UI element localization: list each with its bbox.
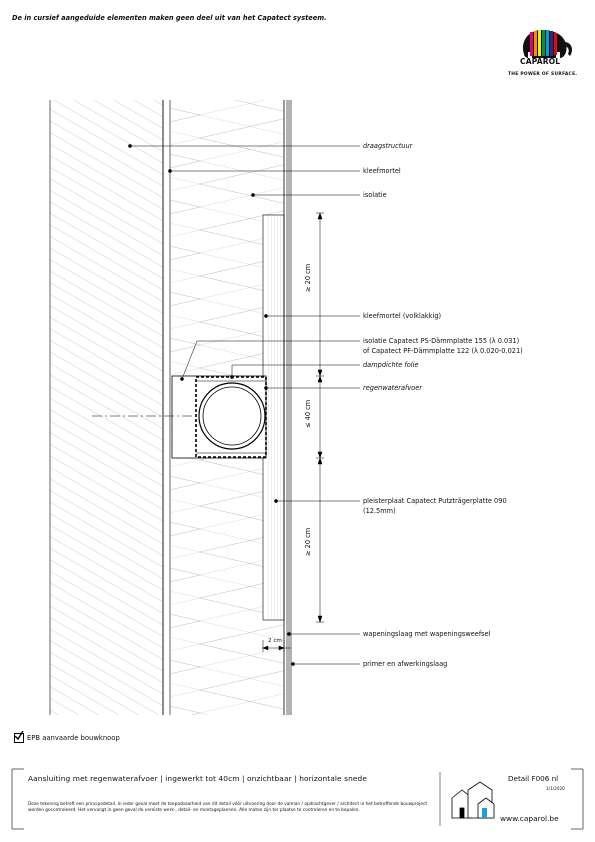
label-kleefmortel-vol: kleefmortel (volklakkig) <box>363 312 442 320</box>
label-regenwaterafvoer: regenwaterafvoer <box>363 384 423 392</box>
epb-note: EPB aanvaarde bouwknoop <box>14 731 120 743</box>
checkbox-checked-icon <box>14 731 24 743</box>
label-dampdichte-folie: dampdichte folie <box>363 361 419 369</box>
label-primer: primer en afwerkingslaag <box>363 660 448 668</box>
label-isolatie: isolatie <box>363 191 387 199</box>
label-pleisterplaat: pleisterplaat Capatect Putzträgerplatte … <box>363 497 507 505</box>
label-pleisterplaat-thickness: (12.5mm) <box>363 507 396 515</box>
system-note: De in cursief aangeduide elementen maken… <box>12 14 327 22</box>
website-link[interactable]: www.caparol.be <box>500 814 559 823</box>
drawing-title: Aansluiting met regenwaterafvoer | ingew… <box>28 774 367 783</box>
label-kleefmortel: kleefmortel <box>363 167 401 175</box>
house-icon <box>451 781 495 819</box>
rainwater-pipe <box>198 382 266 450</box>
detail-number: Detail F006 nl <box>508 774 559 783</box>
epb-label: EPB aanvaarde bouwknoop <box>27 734 120 742</box>
label-isolatie-ps: isolatie Capatect PS-Dämmplatte 155 (λ 0… <box>363 337 520 345</box>
dim-gap: 2 cm <box>268 638 282 644</box>
leader-lines <box>128 144 360 666</box>
dimension-lines <box>262 212 324 652</box>
bearing-wall <box>50 100 163 715</box>
label-draagstructuur: draagstructuur <box>363 142 413 150</box>
brand-tagline: THE POWER OF SURFACE. <box>508 72 578 77</box>
caparol-elephant-logo <box>522 30 572 58</box>
door-accent <box>482 808 487 818</box>
disclaimer: Deze tekening betreft een principedetail… <box>28 802 428 813</box>
label-wapeningslaag: wapeningslaag met wapeningsweefsel <box>363 630 491 638</box>
label-isolatie-pf: of Capatect PF-Dämmplatte 122 (λ 0.020-0… <box>363 347 523 355</box>
detail-date: 1/1/2020 <box>546 786 565 791</box>
brand-name: CAPAROL <box>520 57 561 66</box>
